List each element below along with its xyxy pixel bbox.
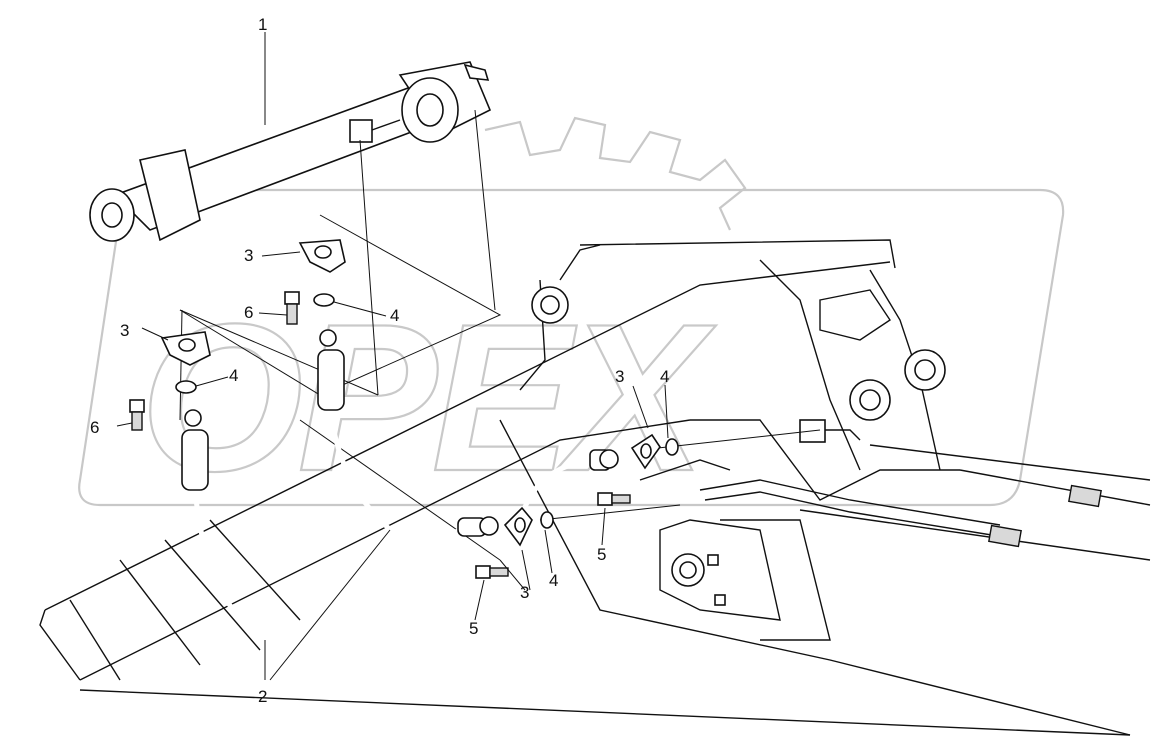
callout-3: 3 bbox=[120, 321, 129, 340]
hydraulic-cylinder bbox=[89, 61, 492, 242]
callout-5: 5 bbox=[469, 619, 478, 638]
leader-lines bbox=[116, 32, 669, 681]
callout-3: 3 bbox=[244, 246, 253, 265]
callout-6: 6 bbox=[90, 418, 99, 437]
callout-3: 3 bbox=[520, 583, 529, 602]
callout-4: 4 bbox=[229, 366, 238, 385]
hoses bbox=[181, 329, 619, 648]
watermark: OPEX bbox=[78, 116, 1065, 516]
callout-1: 1 bbox=[258, 15, 267, 34]
watermark-text: OPEX bbox=[140, 280, 716, 515]
callout-2: 2 bbox=[258, 687, 267, 706]
explode-lines bbox=[179, 109, 821, 561]
bolts bbox=[129, 291, 631, 579]
callout-3: 3 bbox=[615, 367, 624, 386]
callouts: 1 2 3 3 3 3 4 4 4 4 5 5 6 6 bbox=[90, 15, 669, 706]
flanges bbox=[160, 239, 661, 547]
callout-4: 4 bbox=[549, 571, 558, 590]
o-rings bbox=[175, 293, 679, 529]
callout-6: 6 bbox=[244, 303, 253, 322]
callout-4: 4 bbox=[390, 306, 399, 325]
callout-4: 4 bbox=[660, 367, 669, 386]
callout-5: 5 bbox=[597, 545, 606, 564]
